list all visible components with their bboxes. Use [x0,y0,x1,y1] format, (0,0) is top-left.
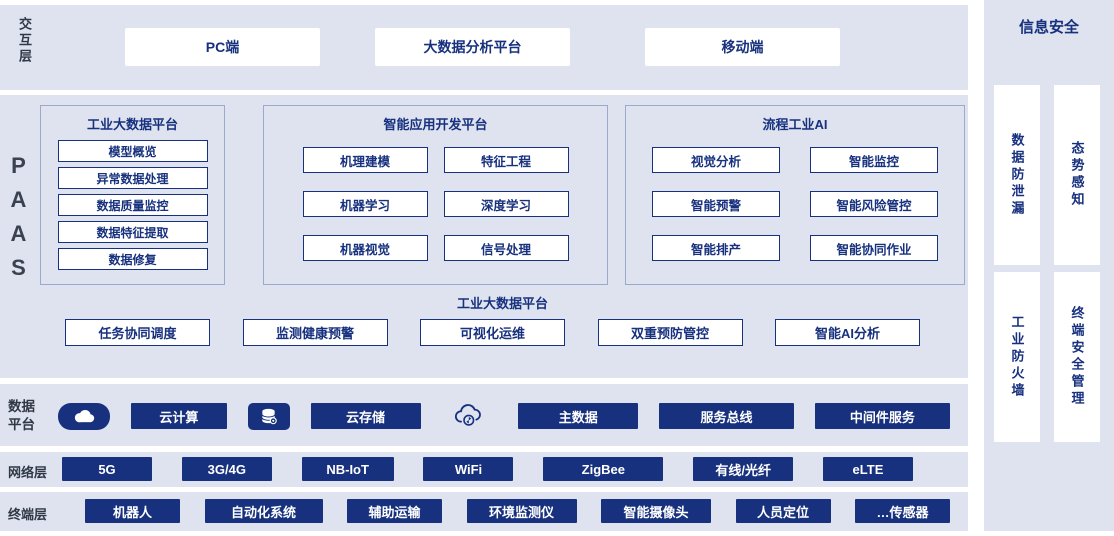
layer-network: 网络层 5G 3G/4G NB-IoT WiFi ZigBee 有线/光纤 eL… [0,452,968,487]
paas-bottom-title: 工业大数据平台 [456,296,548,311]
security-panel: 信息安全 数据防泄漏 态势感知 工业防火墙 终端安全管理 [984,0,1114,531]
terminal-item: …传感器 [855,499,950,523]
group-items: 模型概览 异常数据处理 数据质量监控 数据特征提取 数据修复 [41,140,224,270]
data-item: 云存储 [310,403,421,429]
interaction-item-pc: PC端 [125,28,320,66]
data-item: 云计算 [130,403,227,429]
layer-label-data-platform: 数据平台 [8,399,35,433]
group-title: 智能应用开发平台 [383,117,488,132]
terminal-row: 机器人 自动化系统 辅助运输 环境监测仪 智能摄像头 人员定位 …传感器 [85,499,950,523]
paas-item: 监测健康预警 [242,319,388,346]
paas-item: 数据修复 [57,248,208,270]
paas-item: 机器视觉 [302,235,428,261]
paas-item: 智能风险管控 [810,191,938,217]
layer-label-terminal: 终端层 [8,507,48,522]
terminal-item: 智能摄像头 [601,499,711,523]
terminal-item: 辅助运输 [347,499,442,523]
network-item: 5G [62,457,152,481]
layer-label-network: 网络层 [8,465,48,480]
paas-item: 智能预警 [652,191,780,217]
paas-item: 任务协同调度 [65,319,210,346]
paas-item: 智能排产 [652,235,780,261]
group-title: 流程工业AI [762,117,828,132]
paas-item: 深度学习 [443,191,569,217]
cloud-icon [58,402,110,430]
terminal-item: 自动化系统 [204,499,323,523]
data-platform-row: 云计算 云存储 主数据 服务总线 [58,401,950,431]
layer-terminal: 终端层 机器人 自动化系统 辅助运输 环境监测仪 智能摄像头 人员定位 …传感器 [0,492,968,531]
layer-paas: PAAS 工业大数据平台 模型概览 异常数据处理 数据质量监控 数据特征提取 数… [0,95,968,378]
data-item: 中间件服务 [814,403,950,429]
network-item: ZigBee [543,457,664,481]
network-item: eLTE [822,457,913,481]
interaction-item-mobile: 移动端 [645,28,840,66]
security-item-endpoint-security-mgmt: 终端安全管理 [1054,272,1100,442]
layer-label-paas: PAAS [6,153,31,289]
security-item-industrial-firewall: 工业防火墙 [994,272,1040,442]
paas-item: 智能监控 [810,147,938,173]
interaction-item-bigdata-platform: 大数据分析平台 [375,28,570,66]
paas-item: 智能AI分析 [775,319,920,346]
network-item: NB-IoT [301,457,394,481]
database-gear-icon [247,402,290,430]
paas-item: 机理建模 [302,147,428,173]
paas-item: 信号处理 [443,235,569,261]
group-items: 机理建模 特征工程 机器学习 深度学习 机器视觉 信号处理 [264,147,607,261]
network-item: 3G/4G [181,457,272,481]
security-item-data-leak-prevention: 数据防泄漏 [994,85,1040,265]
data-item: 服务总线 [659,403,795,429]
terminal-item: 环境监测仪 [466,499,577,523]
paas-item: 双重预防管控 [597,319,743,346]
paas-item: 数据质量监控 [57,194,208,216]
paas-item: 可视化运维 [420,319,565,346]
cloud-sync-icon [441,401,497,431]
paas-item: 特征工程 [443,147,569,173]
paas-bottom-row: 任务协同调度 监测健康预警 可视化运维 双重预防管控 智能AI分析 [65,319,920,346]
paas-item: 机器学习 [302,191,428,217]
data-item: 主数据 [518,403,639,429]
paas-item: 视觉分析 [652,147,780,173]
group-title: 工业大数据平台 [86,117,178,132]
paas-item: 模型概览 [57,140,208,162]
paas-item: 异常数据处理 [57,167,208,189]
layer-data-platform: 数据平台 云计算 云存储 [0,384,968,446]
group-industrial-bigdata: 工业大数据平台 模型概览 异常数据处理 数据质量监控 数据特征提取 数据修复 [40,105,225,285]
paas-item: 智能协同作业 [810,235,938,261]
network-row: 5G 3G/4G NB-IoT WiFi ZigBee 有线/光纤 eLTE [62,457,913,481]
terminal-item: 人员定位 [735,499,831,523]
paas-item: 数据特征提取 [57,221,208,243]
group-process-industry-ai: 流程工业AI 视觉分析 智能监控 智能预警 智能风险管控 智能排产 智能协同作业 [625,105,965,285]
layer-interaction: 交互层 PC端 大数据分析平台 移动端 [0,5,968,90]
security-title: 信息安全 [1018,19,1079,36]
network-item: WiFi [423,457,514,481]
group-items: 视觉分析 智能监控 智能预警 智能风险管控 智能排产 智能协同作业 [626,147,964,261]
layer-label-interaction: 交互层 [17,17,32,65]
network-item: 有线/光纤 [693,457,794,481]
security-item-situational-awareness: 态势感知 [1054,85,1100,265]
group-intelligent-app-dev: 智能应用开发平台 机理建模 特征工程 机器学习 深度学习 机器视觉 信号处理 [263,105,608,285]
terminal-item: 机器人 [85,499,180,523]
